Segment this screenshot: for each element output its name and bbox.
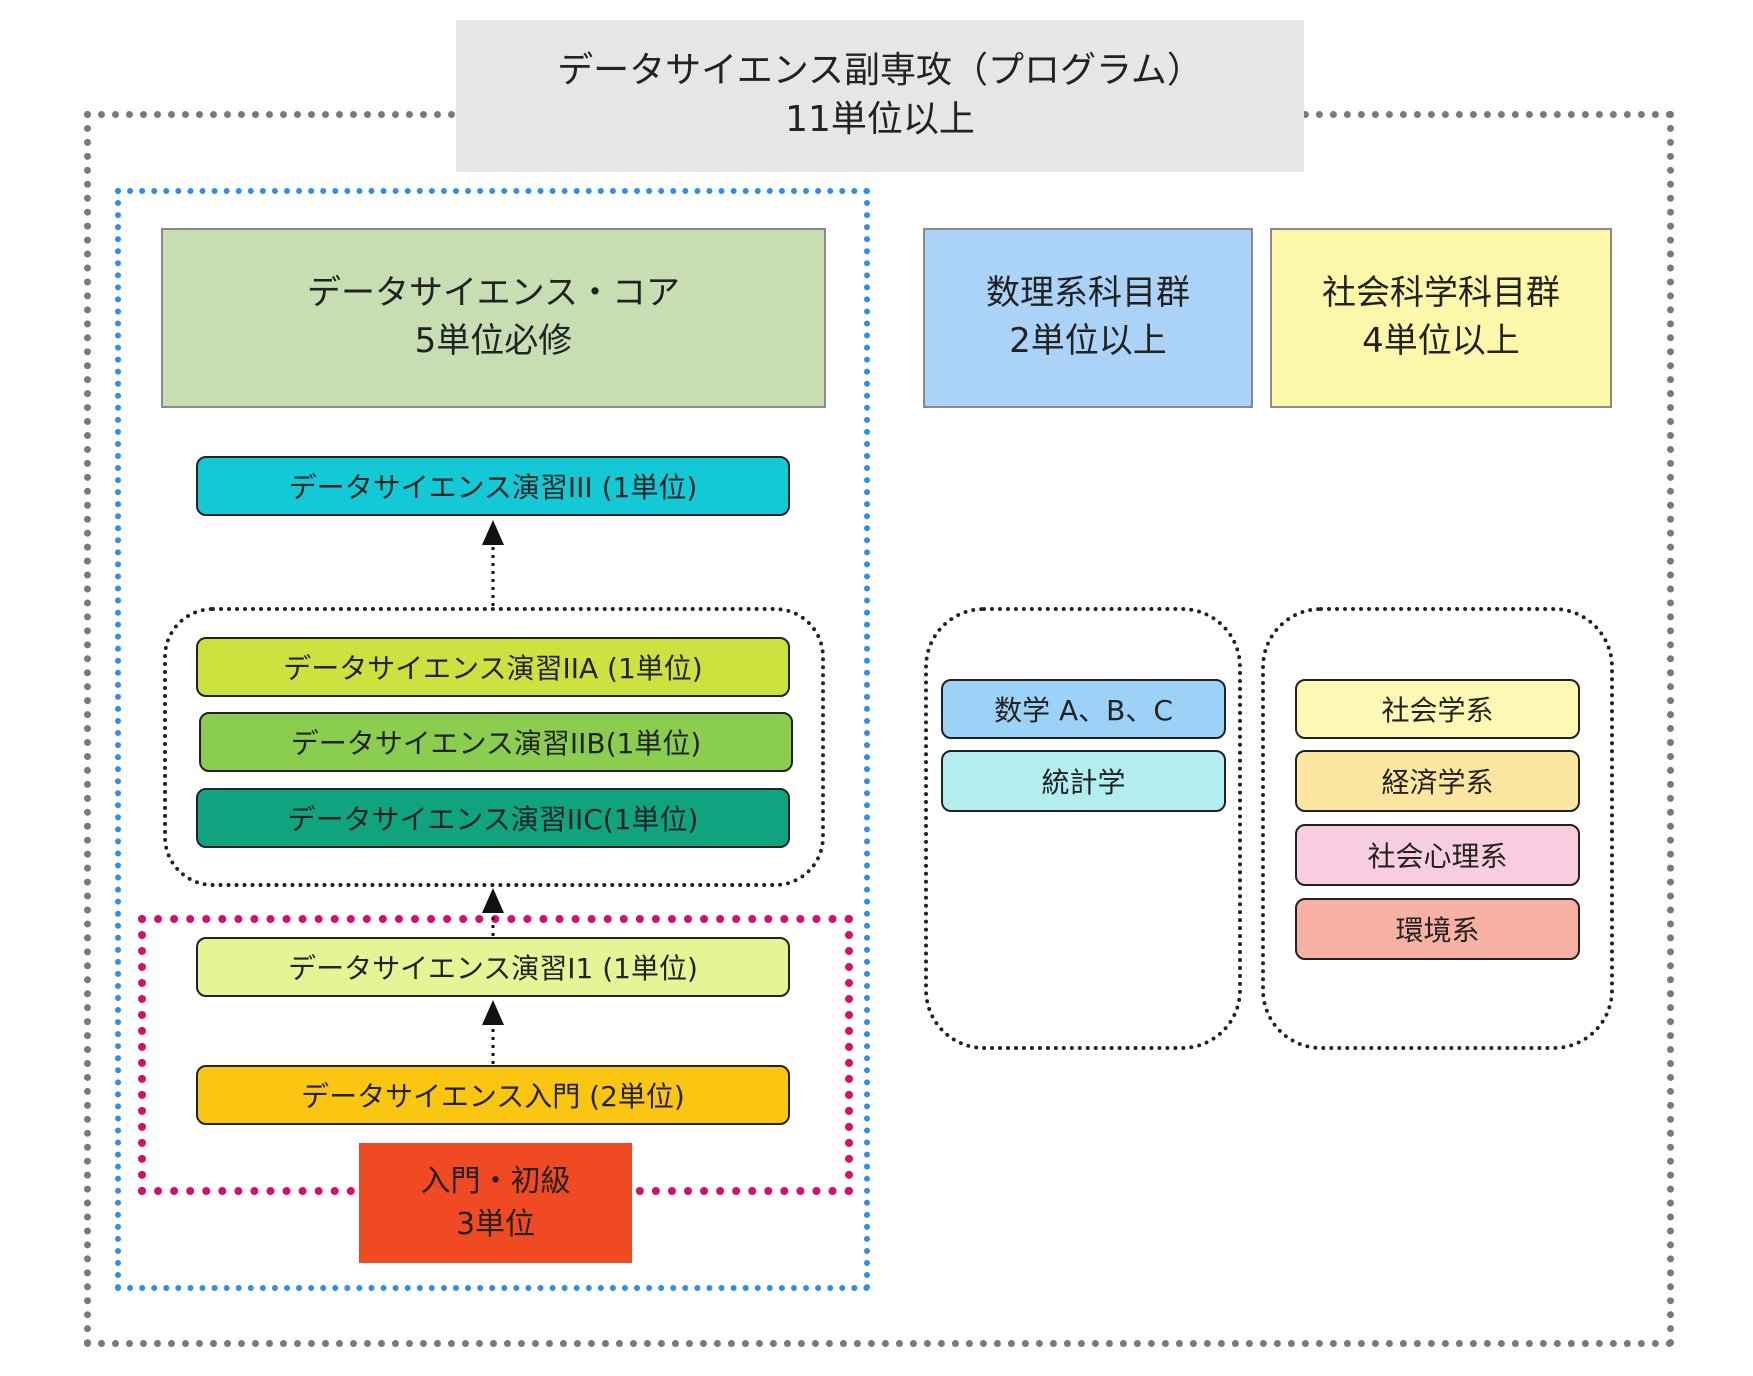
math-header: 数理系科目群 2単位以上 bbox=[923, 228, 1253, 408]
math-subject-label: 数学 A、B、C bbox=[994, 694, 1173, 727]
course-exercise-iii: データサイエンス演習III (1単位) bbox=[196, 456, 790, 516]
course-intro: データサイエンス入門 (2単位) bbox=[196, 1065, 790, 1125]
math-subject-group bbox=[924, 607, 1242, 1050]
course-exercise-i1: データサイエンス演習I1 (1単位) bbox=[196, 937, 790, 997]
social-subject-label: 社会学系 bbox=[1381, 694, 1494, 727]
program-title: データサイエンス副専攻（プログラム） bbox=[557, 50, 1203, 92]
course-exercise-iic-label: データサイエンス演習IIC(1単位) bbox=[287, 803, 699, 836]
social-header-credits: 4単位以上 bbox=[1362, 321, 1520, 361]
intro-group-title: 入門・初級 bbox=[420, 1163, 571, 1199]
math-subject-statistics: 統計学 bbox=[941, 750, 1226, 812]
course-exercise-iii-label: データサイエンス演習III (1単位) bbox=[288, 471, 698, 504]
math-subject-math-abc: 数学 A、B、C bbox=[941, 679, 1226, 739]
math-header-title: 数理系科目群 bbox=[986, 273, 1190, 314]
intro-group-credits: 3単位 bbox=[455, 1207, 536, 1242]
math-header-credits: 2単位以上 bbox=[1009, 321, 1167, 361]
course-exercise-iib: データサイエンス演習IIB(1単位) bbox=[199, 712, 793, 772]
social-subject-sociology: 社会学系 bbox=[1295, 679, 1580, 739]
course-exercise-iia-label: データサイエンス演習IIA (1単位) bbox=[283, 652, 703, 685]
course-exercise-i1-label: データサイエンス演習I1 (1単位) bbox=[288, 952, 698, 985]
core-header: データサイエンス・コア 5単位必修 bbox=[161, 228, 826, 408]
social-subject-label: 環境系 bbox=[1395, 914, 1480, 947]
course-exercise-iia: データサイエンス演習IIA (1単位) bbox=[196, 637, 790, 697]
exercise-ii-group bbox=[163, 607, 825, 887]
course-exercise-iic: データサイエンス演習IIC(1単位) bbox=[196, 788, 790, 848]
course-intro-label: データサイエンス入門 (2単位) bbox=[301, 1080, 685, 1113]
math-subject-label: 統計学 bbox=[1041, 766, 1126, 799]
program-credits: 11単位以上 bbox=[785, 99, 975, 140]
course-exercise-iib-label: データサイエンス演習IIB(1単位) bbox=[290, 727, 702, 760]
social-subject-label: 社会心理系 bbox=[1367, 840, 1508, 873]
social-header: 社会科学科目群 4単位以上 bbox=[1270, 228, 1612, 408]
social-subject-label: 経済学系 bbox=[1381, 766, 1494, 799]
social-subject-economics: 経済学系 bbox=[1295, 750, 1580, 812]
core-header-credits: 5単位必修 bbox=[414, 321, 573, 361]
program-title-box: データサイエンス副専攻（プログラム） 11単位以上 bbox=[456, 20, 1304, 172]
core-frame bbox=[115, 188, 870, 1291]
social-subject-social-psychology: 社会心理系 bbox=[1295, 824, 1580, 886]
social-header-title: 社会科学科目群 bbox=[1322, 273, 1560, 314]
social-subject-environment: 環境系 bbox=[1295, 898, 1580, 960]
intro-group-label: 入門・初級 3単位 bbox=[359, 1143, 632, 1263]
core-header-title: データサイエンス・コア bbox=[307, 273, 680, 314]
social-subject-group bbox=[1261, 607, 1614, 1050]
